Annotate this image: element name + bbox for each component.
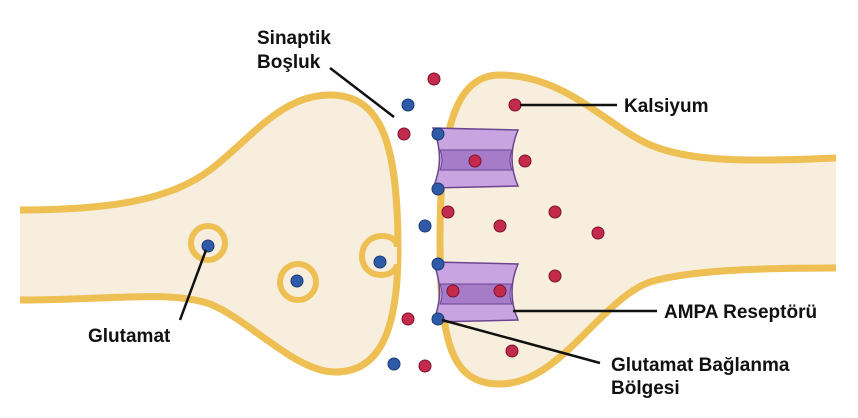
calcium-ion <box>505 344 519 358</box>
calcium-ion <box>591 226 605 240</box>
calcium-ion <box>493 219 507 233</box>
glutamate-molecule <box>431 182 445 196</box>
calcium-ion <box>508 98 522 112</box>
label-binding-site-line1: Glutamat Bağlanma <box>611 355 790 376</box>
calcium-ion <box>397 127 411 141</box>
glutamate-molecule <box>201 239 215 253</box>
postsynaptic-terminal <box>436 71 837 388</box>
label-synaptic-cleft-line1: Sinaptik <box>257 28 331 49</box>
leader-line-cleft <box>329 67 395 118</box>
calcium-ion <box>401 312 415 326</box>
glutamate-molecule <box>431 312 445 326</box>
leader-line-binding <box>441 318 601 365</box>
calcium-ion <box>548 205 562 219</box>
calcium-ion <box>441 205 455 219</box>
calcium-ion <box>493 284 507 298</box>
glutamate-molecule <box>290 274 304 288</box>
calcium-ion <box>427 72 441 86</box>
glutamate-molecule <box>431 257 445 271</box>
calcium-ion <box>418 359 432 373</box>
glutamate-molecule <box>418 219 432 233</box>
glutamate-molecule <box>401 98 415 112</box>
label-glutamate: Glutamat <box>88 326 171 347</box>
calcium-ion <box>518 154 532 168</box>
glutamate-molecule <box>387 357 401 371</box>
calcium-ion <box>548 269 562 283</box>
calcium-ion <box>446 284 460 298</box>
label-calcium: Kalsiyum <box>624 96 708 117</box>
label-synaptic-cleft-line2: Boşluk <box>257 52 321 73</box>
label-ampa-receptor: AMPA Reseptörü <box>664 302 817 323</box>
glutamate-molecule <box>431 127 445 141</box>
label-binding-site-line2: Bölgesi <box>611 378 680 399</box>
fusing-vesicle <box>358 232 400 279</box>
calcium-ion <box>468 154 482 168</box>
glutamate-molecule <box>373 255 387 269</box>
leader-line-glutamate <box>178 249 208 321</box>
